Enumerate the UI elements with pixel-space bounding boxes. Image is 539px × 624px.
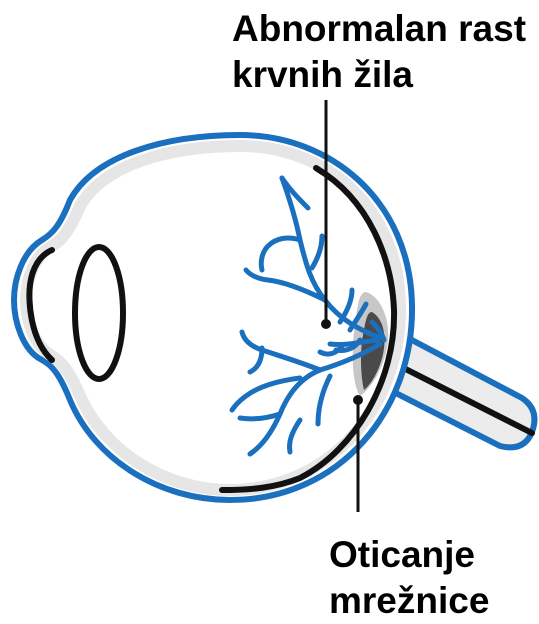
- label-retinal-swelling-line1: Oticanje: [329, 532, 489, 578]
- label-abnormal-vessel-growth-line1: Abnormalan rast: [232, 6, 526, 52]
- label-abnormal-vessel-growth: Abnormalan rast krvnih žila: [232, 6, 526, 98]
- label-retinal-swelling-line2: mrežnice: [329, 578, 489, 624]
- lens: [75, 247, 123, 379]
- leader-dot-retinal-swelling: [353, 395, 363, 405]
- label-retinal-swelling: Oticanje mrežnice: [329, 532, 489, 624]
- label-abnormal-vessel-growth-line2: krvnih žila: [232, 52, 526, 98]
- leader-dot-abnormal-growth: [321, 319, 331, 329]
